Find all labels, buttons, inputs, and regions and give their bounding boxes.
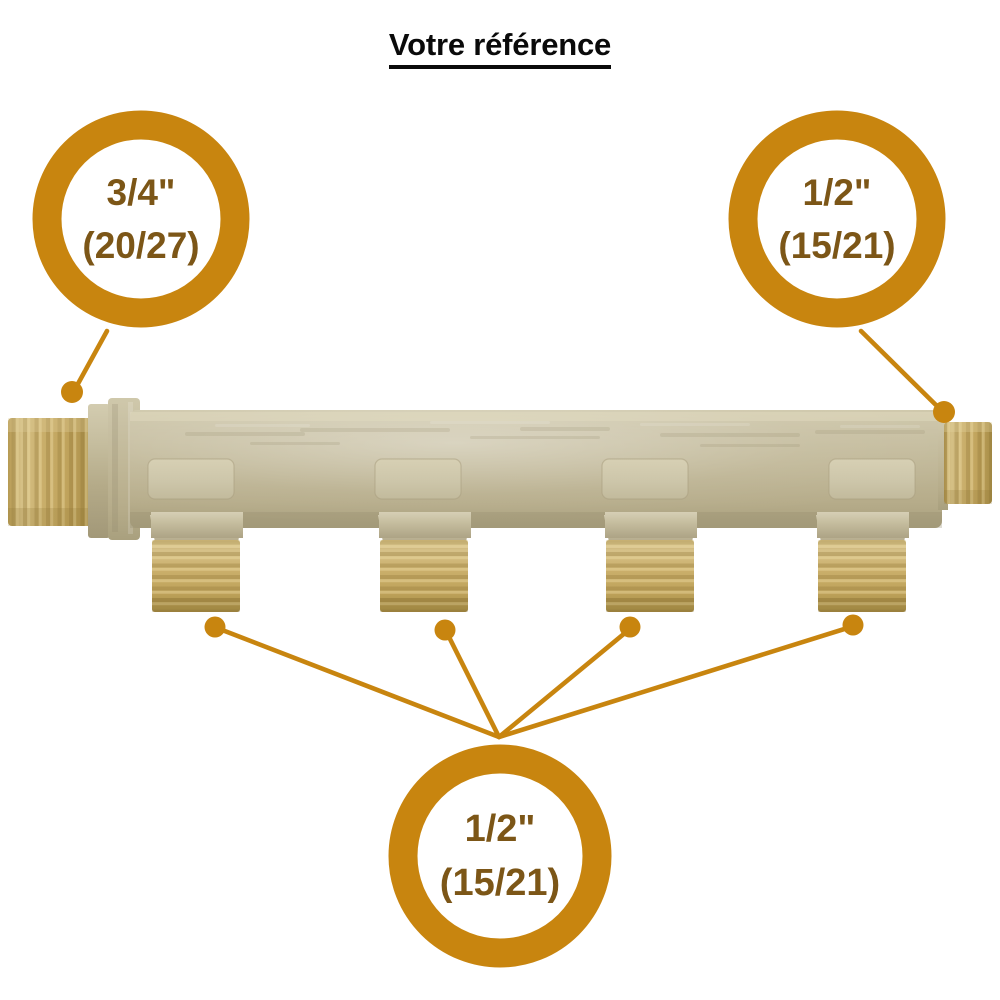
inlet-size-callout[interactable]: 3/4" (20/27) <box>33 111 249 327</box>
body-label-plates <box>147 458 916 500</box>
branch-outlet-3 <box>604 512 697 612</box>
branch-outlet-2 <box>378 512 471 612</box>
branch-outlet-1 <box>150 512 243 612</box>
branch-size-callout[interactable]: 1/2" (15/21) <box>389 745 611 967</box>
outlet-size-metric: (15/21) <box>778 224 896 266</box>
outlet-size-primary: 1/2" <box>802 171 872 213</box>
branch-size-metric: (15/21) <box>439 861 561 904</box>
inlet-size-metric: (20/27) <box>82 224 200 266</box>
page-title-text: Votre référence <box>388 27 611 69</box>
inlet-thread-left <box>8 418 92 526</box>
page-title: Votre référence <box>0 27 1000 69</box>
branch-size-primary: 1/2" <box>464 807 536 850</box>
outlet-size-callout[interactable]: 1/2" (15/21) <box>729 111 945 327</box>
branch-outlet-4 <box>816 512 909 612</box>
manifold-body <box>130 410 942 528</box>
outlet-thread-right <box>938 418 992 510</box>
inlet-size-primary: 3/4" <box>106 171 176 213</box>
